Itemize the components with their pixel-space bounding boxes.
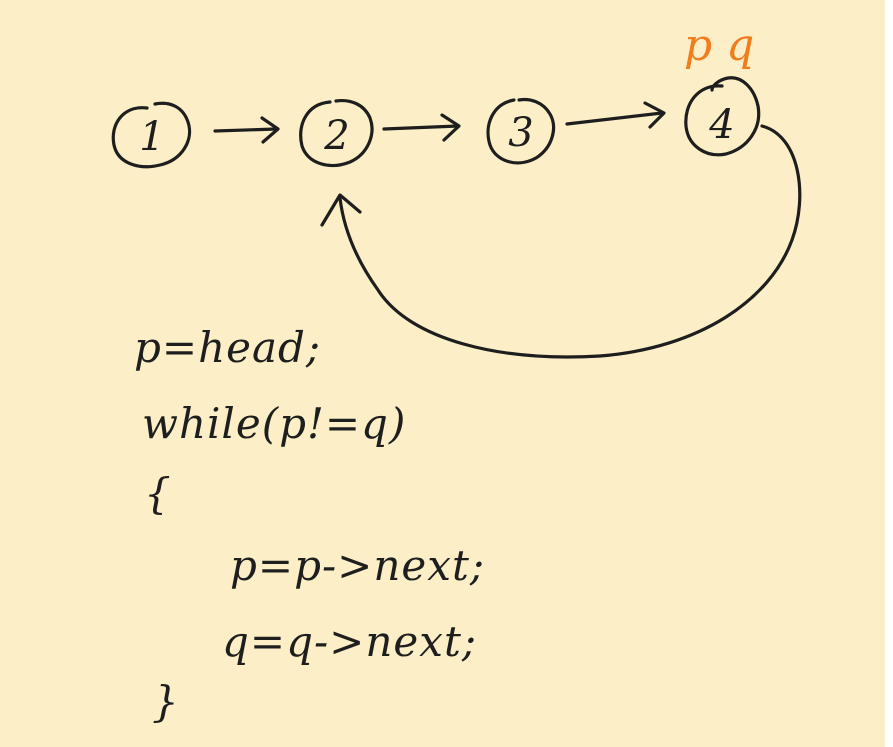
code-line-open-brace: { [144,469,172,518]
code-line-q-next: q=q->next; [222,617,477,666]
code-block: p=head; while(p!=q) { p=p->next; q=q->ne… [134,323,485,726]
node-1-circle [111,101,192,169]
pointer-labels: p q [684,20,754,71]
node-2-circle [299,98,374,168]
arrow-2-to-3 [382,113,461,142]
node-3-circle [486,97,556,165]
arrow-3-to-4 [565,101,666,129]
code-line-assign-head: p=head; [134,323,321,372]
arrow-1-to-2 [213,116,280,144]
node-2-label: 2 [323,113,349,159]
code-line-close-brace: } [152,677,180,726]
node-3-label: 3 [508,110,533,156]
node-4-circle [684,76,761,157]
node-1-label: 1 [139,114,164,160]
node-4: 4 [684,76,761,157]
node-3: 3 [486,97,556,165]
node-2: 2 [299,98,374,168]
node-4-label: 4 [708,102,734,148]
code-line-p-next: p=p->next; [230,541,485,590]
code-line-while: while(p!=q) [142,399,406,448]
node-1: 1 [111,101,192,169]
cycle-arrow-4-to-2 [320,124,802,359]
